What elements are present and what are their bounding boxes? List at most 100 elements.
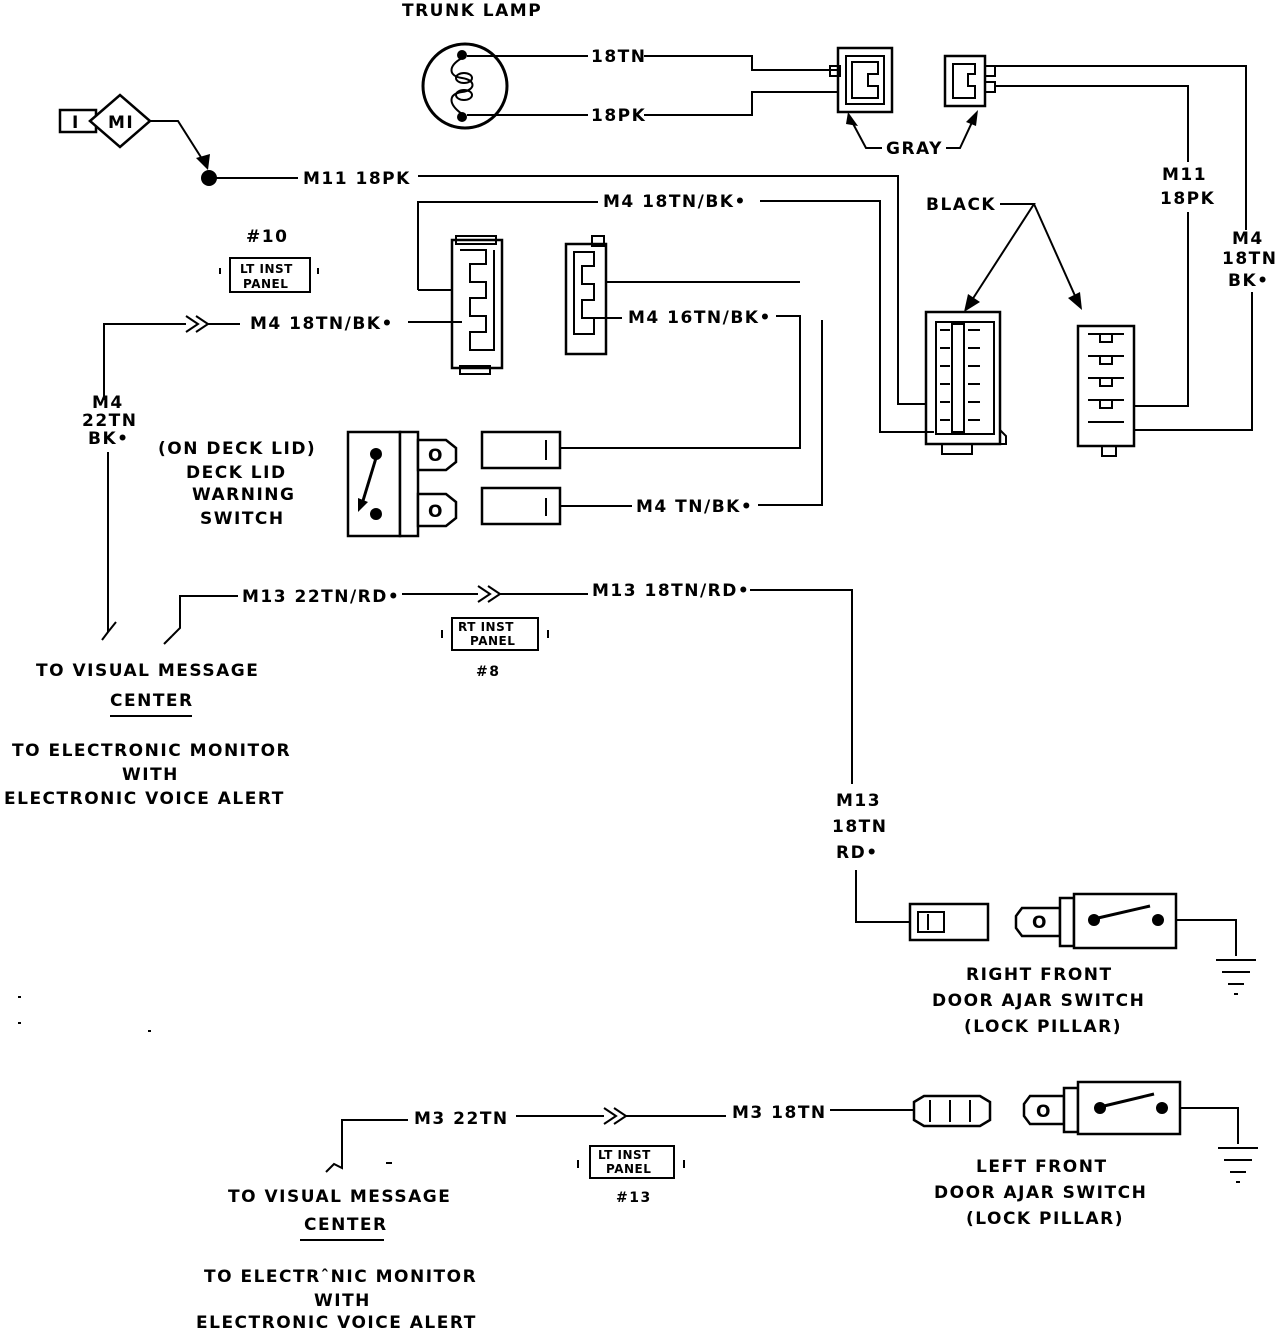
emon-1-line-3: ELECTRONIC VOICE ALERT [4,789,285,809]
wire-label-m3-18: M3 18TN [732,1103,827,1123]
deck-lid-label-3: WARNING [192,485,295,505]
lt-inst-panel-1-top: LT INST [240,262,293,276]
lf-label-3: (LOCK PILLAR) [966,1209,1124,1229]
lt-inst-panel-2-box [577,1145,685,1179]
wire-label-m4-left-v2: 22TN [82,411,137,431]
gray-label: GRAY [886,139,943,159]
lt-inst-panel-1-box [219,257,319,293]
m1-left-label: I [72,113,80,133]
emon-1-line-2: WITH [122,765,179,785]
inline-connector-a-icon [450,235,504,375]
wire-label-m4-left-panel: M4 18TN/BK• [250,314,394,334]
gray-arrow-left [849,117,882,149]
inline-connector-b-icon [564,235,608,356]
wire-lamp-tn-b [644,55,838,71]
trunk-lamp-icon [421,42,509,130]
black-label: BLACK [926,195,996,215]
wire-label-m13-v1: M13 [836,791,881,811]
wire-label-m4-right-v2: 18TN [1222,249,1277,269]
wire-label-m4-deck: M4 TN/BK• [636,497,753,517]
gray-connector-a-icon [829,46,894,114]
black-connector-b-icon [1076,324,1136,457]
wire-m13-22-a [171,595,238,637]
rf-ground-wire [1176,919,1237,956]
vmc-2-line-2: CENTER [304,1215,388,1235]
rt-inst-panel-top: RT INST [458,620,514,634]
wire-label-m4-left-v1: M4 [92,393,124,413]
wire-m4-top-b [760,200,934,433]
lf-door-ajar-switch-icon [1022,1080,1182,1136]
black-arrow-right [1033,203,1077,299]
wire-label-m13-22: M13 22TN/RD• [242,587,400,607]
wire-label-m11-v1: M11 [1162,165,1207,185]
wire-label-m11-v2: 18PK [1160,189,1215,209]
wire-label-m4-top: M4 18TN/BK• [603,192,747,212]
lf-label-1: LEFT FRONT [976,1157,1108,1177]
trunk-lamp-label: TRUNK LAMP [402,1,542,21]
wire-m11-c [1132,212,1189,407]
lf-switch-terminal: O [1036,1102,1052,1122]
wire-m4-right-b [1132,292,1253,431]
wire-label-lamp-tn: 18TN [591,47,646,67]
rt-panel-ref: #8 [476,664,500,680]
wire-m11-up [995,85,1189,162]
wire-label-m13-v2: 18TN [832,817,887,837]
wire-m4-18-up [995,65,1247,230]
wire-m4-left-down [101,452,117,641]
lf-ground-icon [1218,1147,1258,1183]
rf-switch-terminal: O [1032,913,1048,933]
emon-2-line-2: WITH [314,1291,371,1311]
lf-label-2: DOOR AJAR SWITCH [934,1183,1147,1203]
m13-connector-mark [477,585,502,603]
black-arrow-left [971,203,1036,301]
deck-lid-label-4: SWITCH [200,509,285,529]
wire-m13-down [855,870,910,923]
wire-label-m13-v3: RD• [836,843,879,863]
wire-label-m4-right-v1: M4 [1232,229,1264,249]
wire-m4-deck-b [758,320,823,506]
lt-inst-panel-2-bottom: PANEL [606,1162,651,1176]
lt-panel-ref-1: #10 [246,227,288,247]
wire-label-lamp-pk: 18PK [591,106,646,126]
lf-ground-wire [1180,1107,1239,1144]
deck-lid-label-1: (ON DECK LID) [158,439,316,459]
vmc-1-line-1: TO VISUAL MESSAGE [36,661,259,681]
deck-terminal-top: O [428,446,444,466]
deck-lid-switch-icon [346,430,458,538]
rt-inst-panel-box [441,617,549,651]
rf-label-1: RIGHT FRONT [966,965,1113,985]
vmc-2-line-1: TO VISUAL MESSAGE [228,1187,451,1207]
wire-lamp-pk-b [644,91,838,116]
m1-arrow-line [150,120,205,163]
lf-door-connector-icon [912,1094,992,1128]
emon-2-line-3: ELECTRONIC VOICE ALERT [196,1313,477,1332]
rf-door-ajar-switch-icon [1014,892,1178,950]
rf-label-3: (LOCK PILLAR) [964,1017,1122,1037]
deck-lid-terminal-blocks [480,430,562,526]
m1-splice-icon [58,93,152,149]
lt-inst-panel-1-bottom: PANEL [243,277,288,291]
gray-connector-b-icon [943,54,996,108]
black-connector-a-icon [924,310,1007,455]
wire-label-m3-22: M3 22TN [414,1109,509,1129]
wire-label-m11-horizontal: M11 18PK [303,169,411,189]
wire-m4-top-a [417,201,598,290]
wire-label-m4-left-v3: BK• [88,429,130,449]
scan-specks [18,996,392,1164]
rf-ground-icon [1216,959,1256,995]
rf-label-2: DOOR AJAR SWITCH [932,991,1145,1011]
vmc-1-line-2: CENTER [110,691,194,711]
emon-1-line-1: TO ELECTRONIC MONITOR [12,741,291,761]
lt-panel-ref-2: #13 [616,1190,652,1206]
emon-2-line-1: TO ELECTRˆNIC MONITOR [204,1267,477,1287]
wire-label-m4-middle: M4 16TN/BK• [628,308,772,328]
wire-m3-22-a [325,1119,408,1173]
gray-arrow-right [946,117,975,149]
m1-diamond-label: MI [108,113,134,133]
rt-inst-panel-bottom: PANEL [470,634,515,648]
m4-left-connector-mark [185,315,210,333]
deck-lid-label-2: DECK LID [186,463,287,483]
wire-label-m4-right-v3: BK• [1228,271,1270,291]
m3-connector-mark [603,1107,628,1125]
